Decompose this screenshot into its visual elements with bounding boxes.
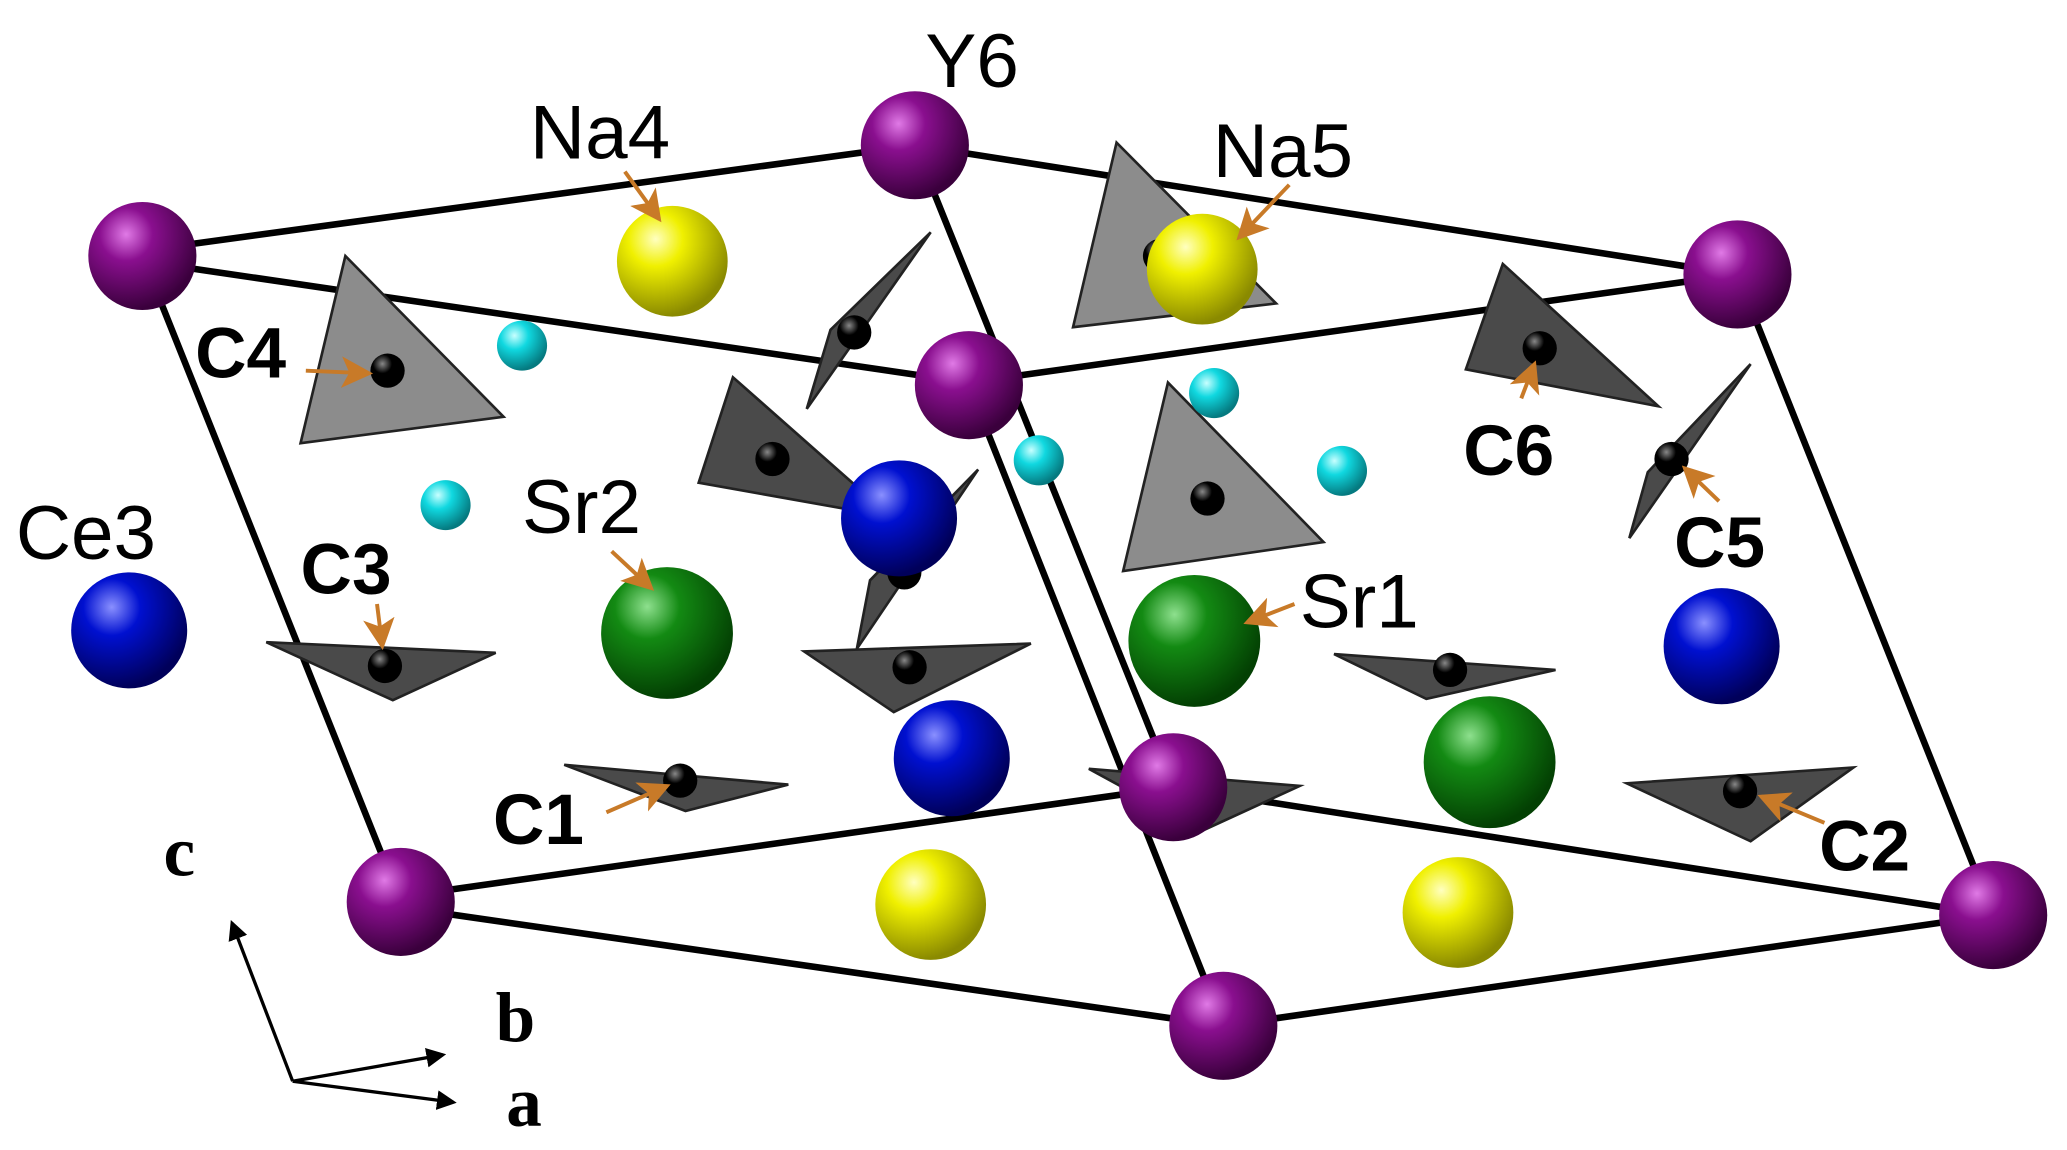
label-c1: C1 — [493, 781, 584, 860]
axis-label-a: a — [506, 1064, 542, 1142]
label-sr2: Sr2 — [522, 465, 641, 550]
label-c5: C5 — [1674, 504, 1765, 583]
small-atom — [420, 480, 471, 531]
small-atom — [1189, 368, 1240, 419]
na-atom — [1402, 857, 1514, 968]
y-atom — [88, 201, 197, 311]
carbon-atom — [663, 763, 698, 798]
label-y6: Y6 — [925, 19, 1019, 104]
label-c2: C2 — [1819, 807, 1910, 886]
sr-atom — [1423, 696, 1556, 829]
y-atom — [346, 847, 455, 956]
carbon-atom — [1722, 774, 1758, 809]
triangle — [805, 231, 932, 410]
triangle-c4 — [298, 253, 507, 445]
na-atoms — [616, 205, 1514, 968]
na4-atom — [616, 205, 728, 317]
sr-atoms — [601, 567, 1556, 829]
label-ce3: Ce3 — [16, 491, 156, 576]
ce-atom — [841, 460, 958, 577]
carbon-atom — [755, 441, 790, 477]
label-c4: C4 — [195, 314, 286, 393]
carbon-atom — [892, 650, 927, 685]
axis-indicator: c b a — [163, 814, 541, 1142]
carbonate-triangles — [265, 140, 1858, 843]
axis-label-b: b — [496, 980, 536, 1058]
small-atom — [1013, 435, 1064, 486]
pointer-arrows — [305, 170, 1826, 825]
carbon-atom — [367, 648, 403, 684]
small-atom — [496, 320, 548, 371]
label-sr1: Sr1 — [1300, 560, 1419, 645]
ce-atoms — [71, 460, 1780, 817]
ce-atom — [1663, 588, 1780, 705]
y-atom — [914, 331, 1023, 440]
y-atom — [1683, 220, 1792, 329]
small-atoms — [420, 320, 1368, 531]
y-atom — [1119, 733, 1228, 842]
label-c6: C6 — [1463, 412, 1554, 491]
label-c3: C3 — [301, 530, 392, 609]
na5-atom — [1146, 213, 1258, 325]
triangle — [1121, 379, 1327, 573]
sr1-atom — [1128, 575, 1261, 707]
ce-atom — [893, 700, 1010, 817]
carbon-atom — [837, 315, 872, 350]
triangle-c5 — [1628, 363, 1752, 539]
carbon-atom — [370, 353, 405, 388]
na-atom — [875, 849, 987, 960]
ce3-atom — [71, 572, 188, 689]
small-atom — [1316, 445, 1368, 496]
carbon-atom — [1432, 652, 1468, 688]
y-atom — [1169, 971, 1278, 1080]
sr2-atom — [601, 567, 733, 699]
y-atoms — [88, 91, 2048, 1080]
label-na5: Na5 — [1213, 109, 1353, 194]
y6-atom — [860, 91, 969, 200]
carbon-atom — [1522, 331, 1557, 366]
axis-label-c: c — [163, 814, 195, 892]
carbon-atom — [1190, 481, 1225, 516]
carbon-atom — [1654, 441, 1689, 477]
y-atom — [1939, 861, 2048, 970]
triangle — [696, 374, 896, 520]
triangle-c6 — [1464, 261, 1663, 409]
label-na4: Na4 — [530, 90, 670, 175]
